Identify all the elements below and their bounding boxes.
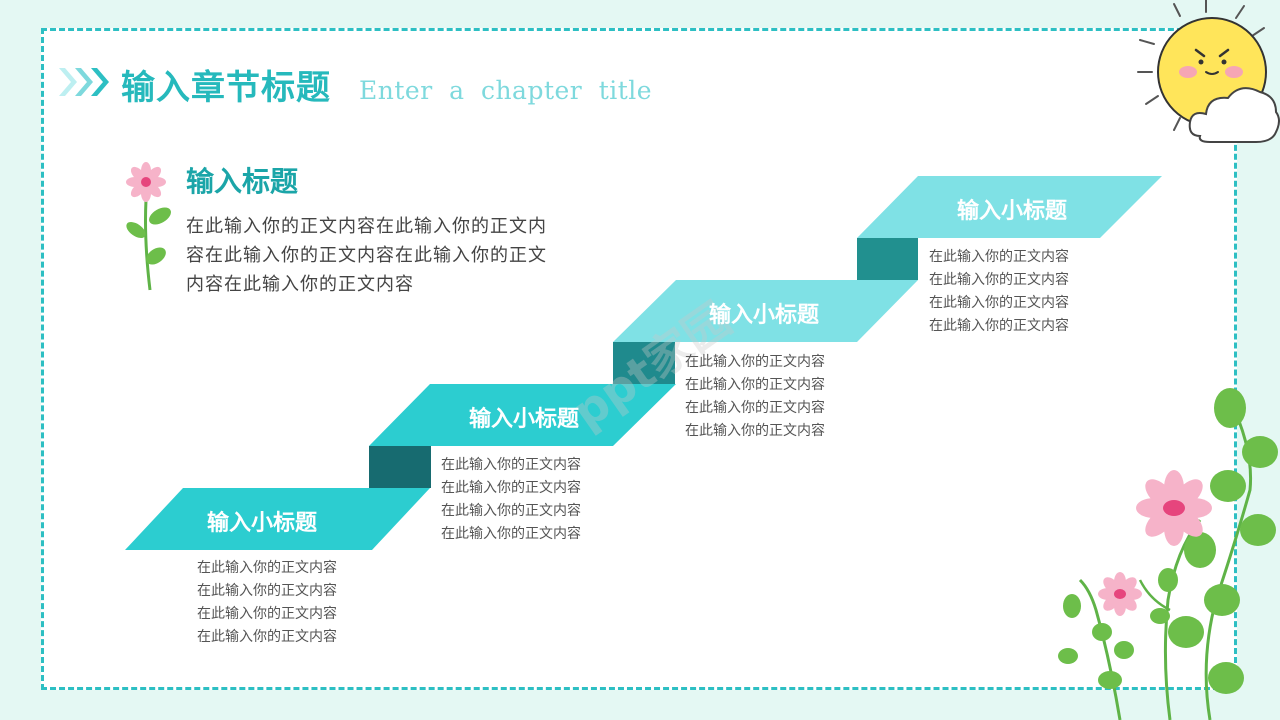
- step-4-title: 输入小标题: [956, 198, 1067, 224]
- flower-icon: [126, 162, 171, 291]
- chevron-right-icon: [59, 68, 109, 96]
- vine-icon: [1058, 388, 1278, 720]
- step-3-title: 输入小标题: [708, 302, 819, 328]
- page-title: 输入章节标题: [121, 68, 331, 108]
- sun-icon: [1137, 0, 1280, 143]
- step-3-text: 在此输入你的正文内容 在此输入你的正文内容 在此输入你的正文内容 在此输入你的正…: [685, 354, 825, 439]
- step-4-text: 在此输入你的正文内容 在此输入你的正文内容 在此输入你的正文内容 在此输入你的正…: [929, 249, 1069, 334]
- step-1-title: 输入小标题: [206, 510, 317, 536]
- step-2-text: 在此输入你的正文内容 在此输入你的正文内容 在此输入你的正文内容 在此输入你的正…: [441, 457, 581, 542]
- section-title: 输入标题: [186, 165, 299, 198]
- step-2-title: 输入小标题: [468, 406, 579, 432]
- step-1-text: 在此输入你的正文内容 在此输入你的正文内容 在此输入你的正文内容 在此输入你的正…: [197, 560, 337, 645]
- section-body: 在此输入你的正文内容在此输入你的正文内容在此输入你的正文内容在此输入你的正文内容…: [186, 216, 547, 295]
- page-subtitle: Enter a chapter title: [359, 76, 653, 105]
- cloud-icon: [1188, 87, 1280, 143]
